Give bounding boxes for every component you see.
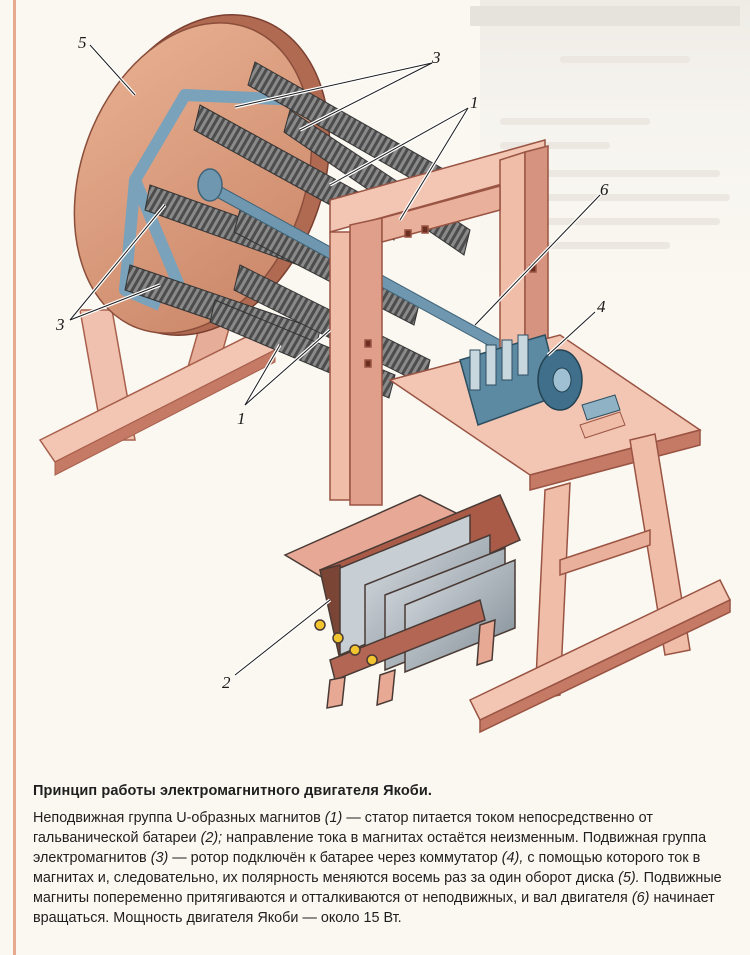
callout-3-top: 3 — [431, 48, 441, 67]
callout-1-bottom: 1 — [237, 409, 246, 428]
caption-ref: (5). — [618, 870, 640, 886]
callout-2: 2 — [222, 673, 231, 692]
caption-text: с помощью которого ток в магнитах и, сле… — [33, 850, 701, 886]
caption-ref: (1) — [324, 810, 343, 826]
caption-text: — статор питается током непосредственно … — [33, 810, 653, 846]
galvanic-battery — [283, 494, 521, 709]
caption-ref: (4), — [501, 850, 524, 866]
caption-text: Подвижные магниты попеременно притягиваю… — [33, 870, 722, 906]
caption-ref: (6) — [631, 890, 650, 906]
bleed-line — [500, 118, 650, 125]
figure-caption: Принцип работы электромагнитного двигате… — [33, 783, 733, 928]
callout-4: 4 — [597, 297, 606, 316]
caption-ref: (3) — [150, 850, 169, 866]
bleed-line — [500, 142, 610, 149]
callout-3-left: 3 — [55, 315, 65, 334]
caption-ref: (2); — [200, 830, 223, 846]
bleed-line — [560, 56, 690, 63]
caption-text: — ротор подключён к батарее через коммут… — [168, 850, 502, 866]
jacobi-motor-diagram: 3 1 5 6 4 3 1 2 — [38, 14, 732, 734]
left-margin-rule — [13, 0, 16, 955]
caption-text: Неподвижная группа U-образных магнитов — [33, 810, 325, 826]
caption-body: Неподвижная группа U-образных магнитов (… — [33, 808, 733, 928]
bleed-line — [520, 170, 720, 177]
bleed-through-header-bar — [470, 6, 740, 26]
callout-5: 5 — [78, 33, 87, 52]
callout-6: 6 — [600, 180, 609, 199]
commutator — [459, 334, 626, 439]
bleed-line — [520, 218, 720, 225]
bleed-line — [520, 242, 670, 249]
caption-title: Принцип работы электромагнитного двигате… — [33, 783, 432, 799]
bleed-line — [520, 194, 730, 201]
caption-text: начинает вращаться. Мощность двигателя Я… — [33, 890, 715, 926]
callout-1-top: 1 — [470, 93, 479, 112]
caption-text: направление тока в магнитах остаётся неи… — [33, 830, 707, 866]
